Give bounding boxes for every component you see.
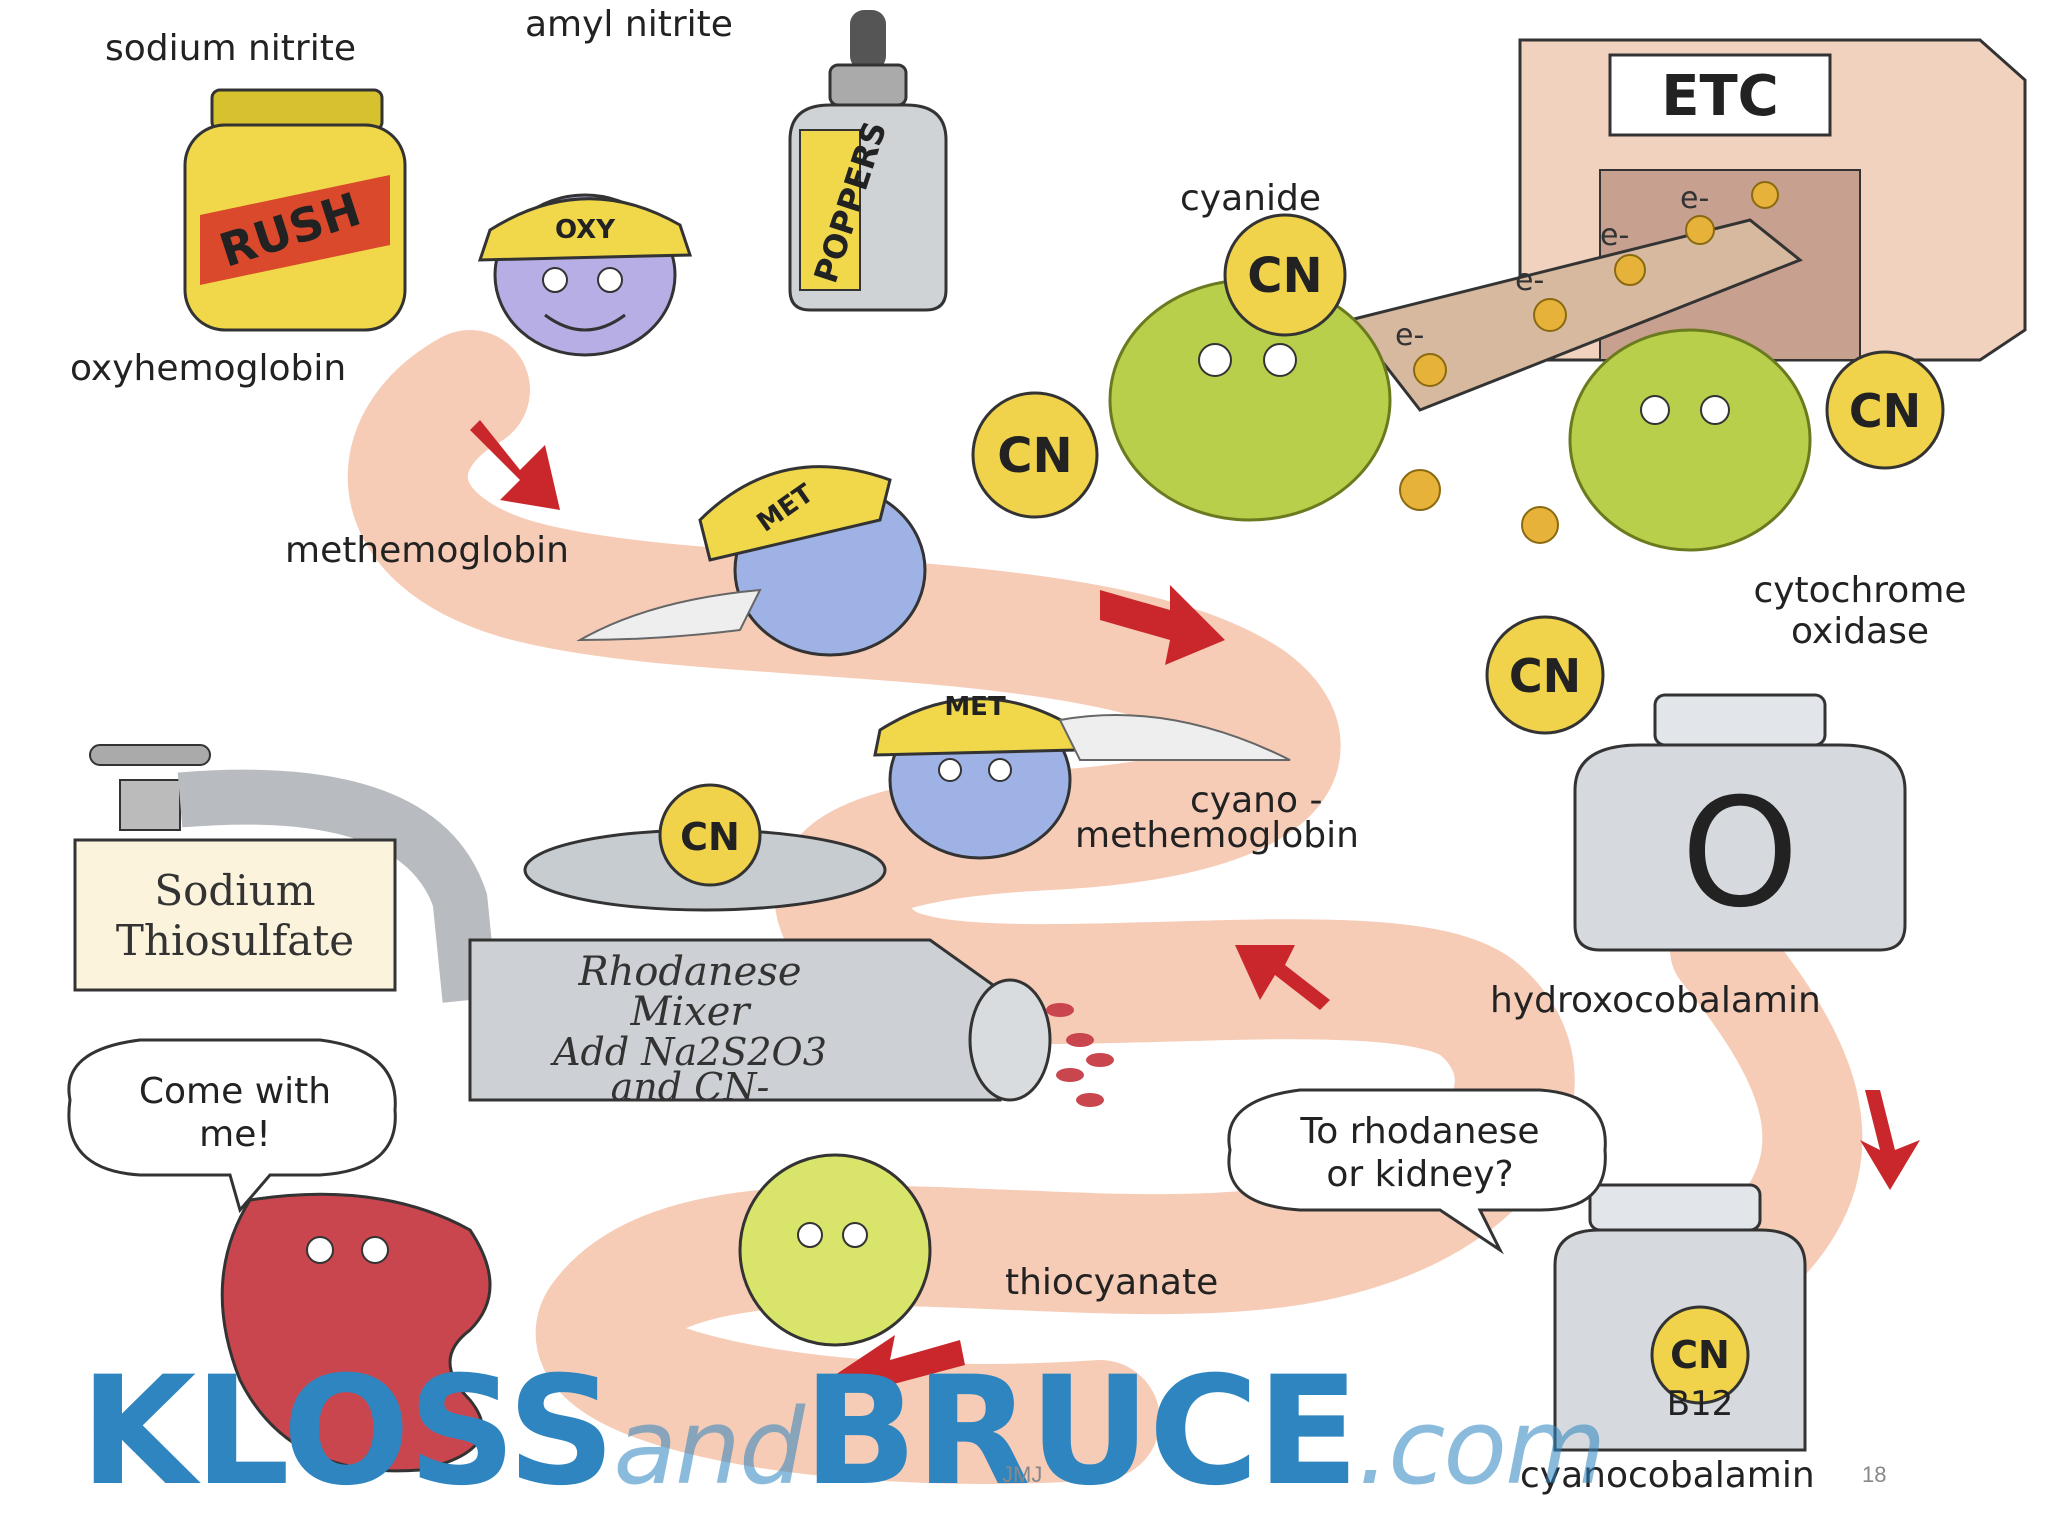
arrow-to-kidney	[835, 1335, 965, 1410]
mixer-line4: and CN-	[611, 1065, 770, 1109]
label-hydroxocobalamin: hydroxocobalamin	[1490, 980, 1821, 1021]
cn-coin-cyanide: CN	[1223, 213, 1347, 337]
hydroxocobalamin-bottle	[1573, 693, 1907, 952]
label-cyano-methemoglobin: methemoglobin	[1075, 815, 1359, 856]
blood-path	[347, 330, 1575, 1484]
cn-coin-text: CN	[997, 428, 1072, 484]
cn-coins: CN CN CN CN CN CN	[658, 213, 1945, 1405]
brand-part4: .com	[1357, 1386, 1606, 1508]
mixer-line2: Mixer	[629, 989, 752, 1035]
label-cyanocobalamin: cyanocobalamin	[1520, 1455, 1815, 1496]
thiocyanate-character	[738, 1153, 932, 1347]
rhodanese-mixer	[468, 828, 1114, 1107]
label-amyl-nitrite: amyl nitrite	[525, 4, 733, 45]
mixer-line1: Rhodanese	[577, 949, 801, 995]
electron-label: e-	[1600, 218, 1629, 253]
flow-arrows	[470, 420, 1920, 1410]
oxy-hat-label: OXY	[555, 215, 616, 245]
mixer-line3: Add Na2S2O3	[550, 1030, 827, 1074]
label-thiocyanate: thiocyanate	[1005, 1262, 1219, 1303]
electrons	[1399, 181, 1779, 544]
b12-label: B12	[1667, 1384, 1734, 1424]
cyano-methemoglobin-character	[873, 697, 1291, 860]
electron-labels: e- e- e- e-	[1395, 181, 1709, 353]
sodium-nitrite-jar	[183, 88, 407, 332]
arrow-to-methemoglobin	[470, 420, 560, 510]
cn-coin-text: CN	[1509, 649, 1581, 703]
hydroxo-bottle-mark: O	[1681, 767, 1799, 941]
cn-coin-text: CN	[1849, 384, 1921, 438]
cytochrome-oxidase-creatures	[1108, 278, 1812, 552]
kidney-bubble-line2: me!	[199, 1114, 271, 1156]
oxyhemoglobin-character	[477, 193, 693, 357]
label-cytochrome-oxidase: cytochrome oxidase	[1753, 570, 1967, 653]
cobalamin-speech-bubble	[1227, 1088, 1607, 1255]
cn-coin-cytochrome: CN	[1825, 350, 1945, 470]
cobalamin-bubble-text: To rhodanese or kidney?	[1240, 1110, 1600, 1196]
cn-coin-text: CN	[1670, 1333, 1730, 1377]
etc-sign-text: ETC	[1661, 64, 1779, 129]
thiosulfate-sign-line2: Thiosulfate	[116, 916, 354, 965]
cn-coin-b12: CN	[1650, 1305, 1750, 1405]
arrow-to-rhodanese	[1235, 945, 1330, 1010]
brand-part2: and	[613, 1386, 805, 1508]
label-methemoglobin: methemoglobin	[285, 530, 569, 571]
brand-part3: BRUCE	[802, 1345, 1359, 1519]
speech-bubbles	[67, 1038, 1607, 1255]
thiosulfate-faucet	[73, 744, 498, 1003]
arrow-to-cyanocobalamin	[1860, 1090, 1920, 1190]
electron-label: e-	[1515, 263, 1544, 298]
cn-coin-text: CN	[680, 815, 740, 859]
cobalamin-bubble-line2: or kidney?	[1326, 1154, 1514, 1196]
cobalamin-bubble-line1: To rhodanese	[1300, 1111, 1540, 1152]
thiosulfate-sign-line1: Sodium	[154, 866, 315, 915]
blood-path-b12-branch	[1670, 900, 1863, 1300]
brand-part1: KLOSS	[80, 1345, 615, 1519]
label-oxyhemoglobin: oxyhemoglobin	[70, 348, 347, 389]
amyl-nitrite-bottle	[788, 10, 948, 312]
cn-coin-falling: CN	[1485, 615, 1605, 735]
kidney-bubble-text: Come with me!	[90, 1070, 380, 1156]
label-sodium-nitrite: sodium nitrite	[105, 28, 356, 69]
cn-coin-mixer: CN	[658, 783, 762, 887]
arrow-to-cyano-met	[1100, 585, 1225, 665]
kidney-bubble-line1: Come with	[138, 1071, 332, 1112]
cn-coin-methemoglobin: CN	[971, 391, 1099, 519]
footer-author: JMJ	[1002, 1462, 1043, 1487]
methemoglobin-character	[576, 465, 927, 657]
footer-page-number: 18	[1862, 1462, 1887, 1487]
electron-label: e-	[1680, 181, 1709, 216]
brand-watermark: KLOSSandBRUCE.com	[80, 1345, 1606, 1519]
kidney-character	[220, 1192, 492, 1473]
cn-coin-text: CN	[1247, 248, 1322, 304]
met-hat-label-2: MET	[944, 692, 1006, 722]
label-cyanide: cyanide	[1180, 178, 1321, 219]
electron-label: e-	[1395, 318, 1424, 353]
label-cyano: cyano -	[1190, 780, 1323, 821]
kidney-speech-bubble	[67, 1038, 397, 1214]
